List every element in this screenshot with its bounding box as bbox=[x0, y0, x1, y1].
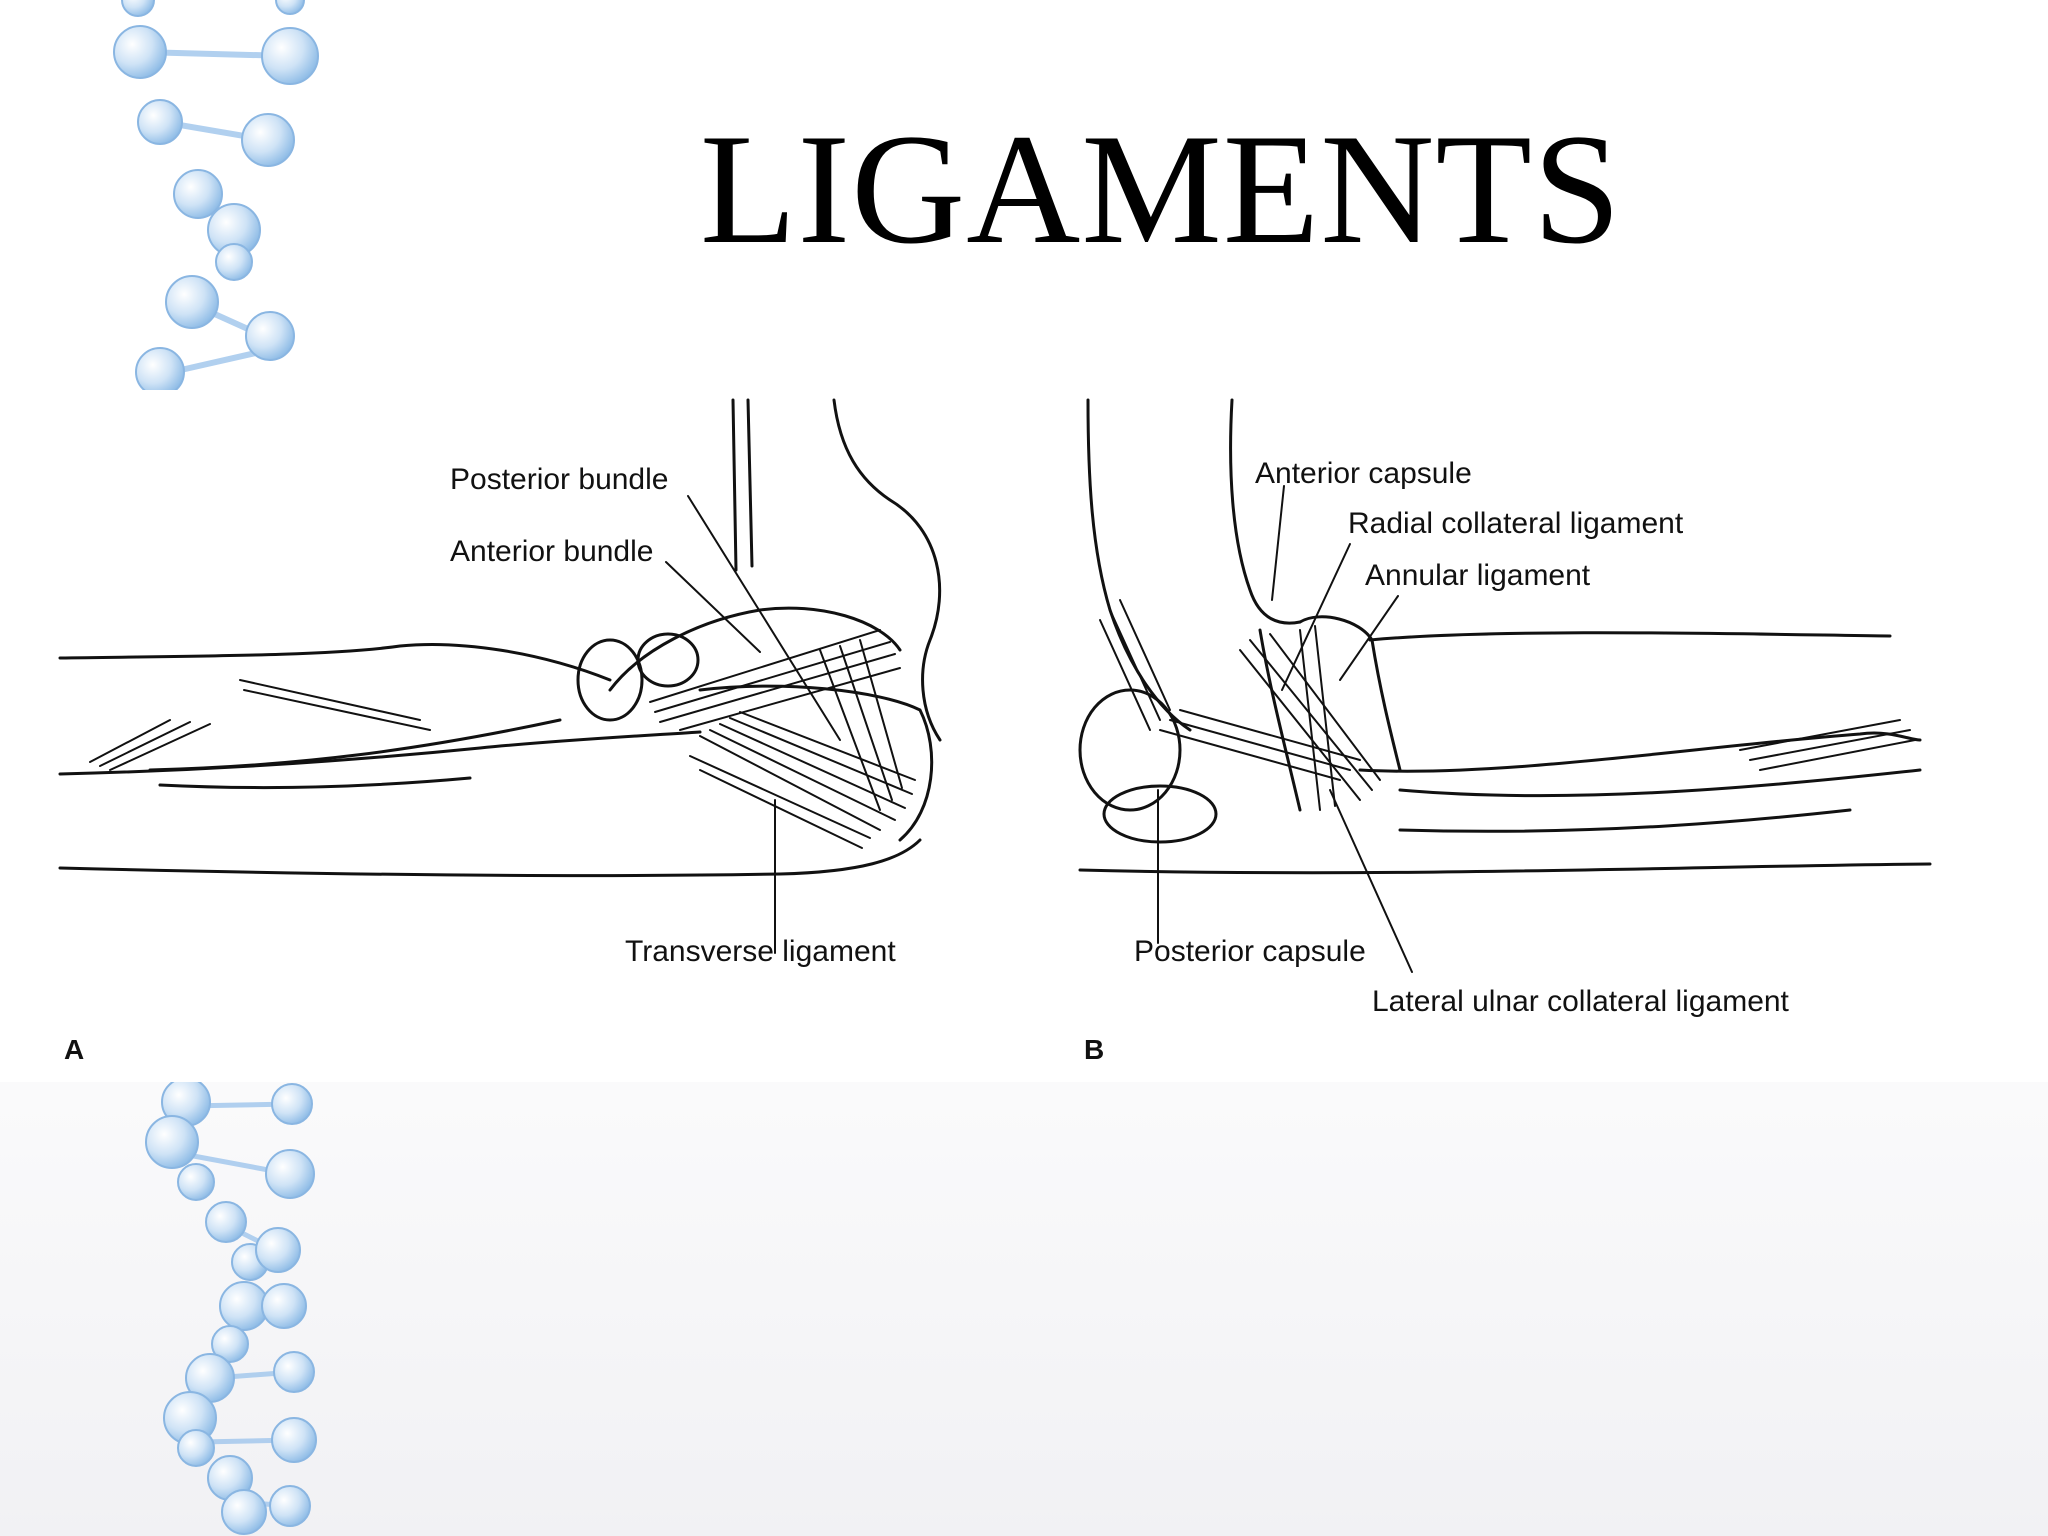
elbow-ligaments-illustration: Posterior bundle Anterior bundle Transve… bbox=[0, 390, 2048, 1082]
label-radial-collateral-ligament: Radial collateral ligament bbox=[1348, 507, 1684, 540]
label-lateral-ulnar-collateral-ligament: Lateral ulnar collateral ligament bbox=[1372, 985, 1789, 1018]
dna-helix-bottom bbox=[145, 1082, 317, 1535]
panel-a-letter: A bbox=[64, 1034, 85, 1065]
panel-b-letter: B bbox=[1084, 1034, 1105, 1065]
label-anterior-bundle: Anterior bundle bbox=[450, 535, 654, 568]
label-annular-ligament: Annular ligament bbox=[1365, 559, 1591, 592]
leader-lines bbox=[665, 485, 1413, 973]
label-transverse-ligament: Transverse ligament bbox=[625, 935, 896, 968]
panel-b-drawing bbox=[1078, 398, 1932, 875]
label-posterior-bundle: Posterior bundle bbox=[450, 463, 669, 496]
label-anterior-capsule: Anterior capsule bbox=[1255, 457, 1472, 490]
panel-a-drawing bbox=[58, 398, 942, 878]
label-posterior-capsule: Posterior capsule bbox=[1134, 935, 1366, 968]
elbow-line-art bbox=[58, 398, 1932, 973]
dna-helix-top bbox=[113, 0, 319, 390]
slide-title: LIGAMENTS bbox=[700, 102, 1622, 277]
